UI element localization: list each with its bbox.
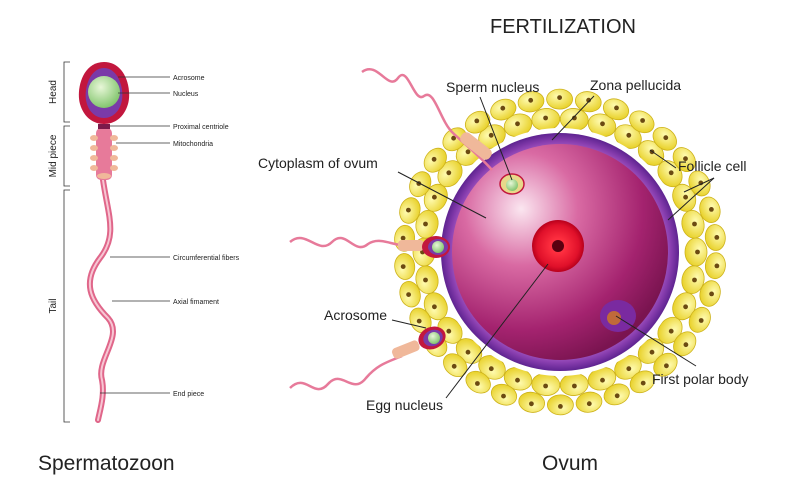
follicle-cell-nucleus: [432, 194, 437, 200]
caption-spermatozoon: Spermatozoon: [38, 452, 175, 475]
follicle-cell-nucleus: [683, 342, 689, 348]
follicle-cell-nucleus: [683, 304, 688, 310]
follicle-cell-nucleus: [400, 264, 406, 269]
follicle-cell-nucleus: [488, 132, 494, 138]
follicle-cell-nucleus: [451, 363, 457, 369]
follicle-cell-nucleus: [572, 115, 577, 121]
label-circumferential-fibers: Circumferential fibers: [173, 255, 240, 262]
follicle-cell-nucleus: [626, 366, 632, 372]
follicle-cell-nucleus: [640, 118, 645, 123]
label-sperm-nucleus: Sperm nucleus: [446, 79, 539, 95]
label-cytoplasm-of-ovum: Cytoplasm of ovum: [258, 155, 378, 171]
follicle-cell-nucleus: [543, 383, 548, 389]
follicle-cell-nucleus: [614, 105, 619, 111]
follicle-cell-nucleus: [664, 363, 669, 369]
proximal-centriole-mark: [98, 124, 110, 129]
follicle-cell-nucleus: [692, 221, 697, 227]
label-follicle-cell: Follicle cell: [678, 158, 746, 174]
follicle-cell-nucleus: [668, 170, 674, 176]
follicle-cell-nucleus: [406, 292, 411, 297]
follicle-cell-nucleus: [668, 328, 674, 334]
follicle-cell-nucleus: [600, 377, 605, 383]
sperm-section-brackets: [63, 61, 70, 423]
follicle-cell-nucleus: [692, 277, 697, 283]
follicle-cell-nucleus: [529, 401, 534, 407]
label-egg-nucleus: Egg nucleus: [366, 397, 443, 413]
follicle-cell-nucleus: [683, 156, 688, 162]
follicle-cell-nucleus: [714, 235, 720, 240]
sperm-midpiece: [96, 128, 112, 180]
follicle-cell-nucleus: [416, 318, 422, 324]
follicle-cell-nucleus: [432, 304, 437, 310]
label-end-piece: End piece: [173, 391, 204, 398]
label-mid-piece: Mid piece: [48, 134, 59, 177]
follicle-cell-nucleus: [423, 277, 428, 283]
follicle-cell-nucleus: [500, 105, 506, 111]
ovum-leader-lines: [391, 95, 715, 399]
label-head: Head: [48, 80, 59, 104]
sperm-nucleus: [88, 76, 120, 108]
follicle-cell-nucleus: [572, 383, 577, 389]
follicle-cell-nucleus: [640, 380, 646, 386]
label-mitochondria: Mitochondria: [173, 141, 213, 148]
ovum-illustration: [394, 88, 726, 416]
label-proximal-centriole: Proximal centriole: [173, 124, 229, 131]
label-acrosome-sperm: Acrosome: [173, 75, 205, 82]
follicle-cell-nucleus: [423, 221, 428, 227]
incoming-sperm: [289, 68, 525, 391]
follicle-cell-nucleus: [626, 132, 632, 138]
follicle-cell-nucleus: [586, 97, 591, 103]
label-first-polar-body: First polar body: [652, 371, 748, 387]
follicle-cell-nucleus: [515, 121, 520, 127]
mitochondria-coils: [90, 135, 118, 179]
follicle-cell-nucleus: [501, 393, 506, 399]
spermatozoon-illustration: [78, 62, 130, 423]
label-zona-pellucida: Zona pellucida: [590, 77, 681, 93]
label-nucleus: Nucleus: [173, 91, 199, 98]
follicle-cell-nucleus: [698, 318, 704, 323]
follicle-cell-nucleus: [475, 381, 480, 386]
follicle-cell-nucleus: [649, 349, 655, 355]
follicle-cell-nucleus: [400, 235, 406, 241]
sperm-leader-lines: [100, 76, 170, 394]
follicle-cells: [394, 88, 726, 416]
follicle-cell-nucleus: [406, 207, 411, 213]
follicle-cell-nucleus: [528, 97, 534, 103]
follicle-cell-nucleus: [515, 377, 520, 383]
follicle-cell-nucleus: [695, 249, 700, 255]
follicle-cell-nucleus: [446, 170, 452, 176]
follicle-cell-nucleus: [586, 401, 592, 407]
follicle-cell-nucleus: [431, 156, 437, 162]
follicle-cell-nucleus: [465, 349, 471, 355]
label-tail: Tail: [48, 298, 59, 313]
follicle-cell-nucleus: [709, 207, 714, 212]
follicle-cell-nucleus: [714, 263, 720, 269]
follicle-cell-nucleus: [683, 194, 688, 200]
follicle-cell-nucleus: [451, 135, 456, 141]
label-acrosome-ovum: Acrosome: [324, 307, 387, 323]
follicle-cell-nucleus: [446, 328, 452, 334]
caption-ovum: Ovum: [542, 452, 598, 475]
follicle-cell-nucleus: [465, 149, 471, 155]
follicle-cell-nucleus: [663, 135, 669, 141]
follicle-cell-nucleus: [474, 118, 480, 124]
follicle-cell-nucleus: [614, 393, 620, 399]
follicle-cell-nucleus: [600, 121, 605, 127]
title-fertilization: FERTILIZATION: [490, 16, 636, 38]
follicle-cell-nucleus: [488, 366, 494, 372]
follicle-cell-nucleus: [557, 95, 562, 100]
follicle-cell-nucleus: [543, 115, 548, 121]
follicle-cell-nucleus: [558, 404, 563, 409]
label-axial-filament: Axial fimament: [173, 299, 219, 306]
follicle-cell-nucleus: [709, 291, 714, 297]
